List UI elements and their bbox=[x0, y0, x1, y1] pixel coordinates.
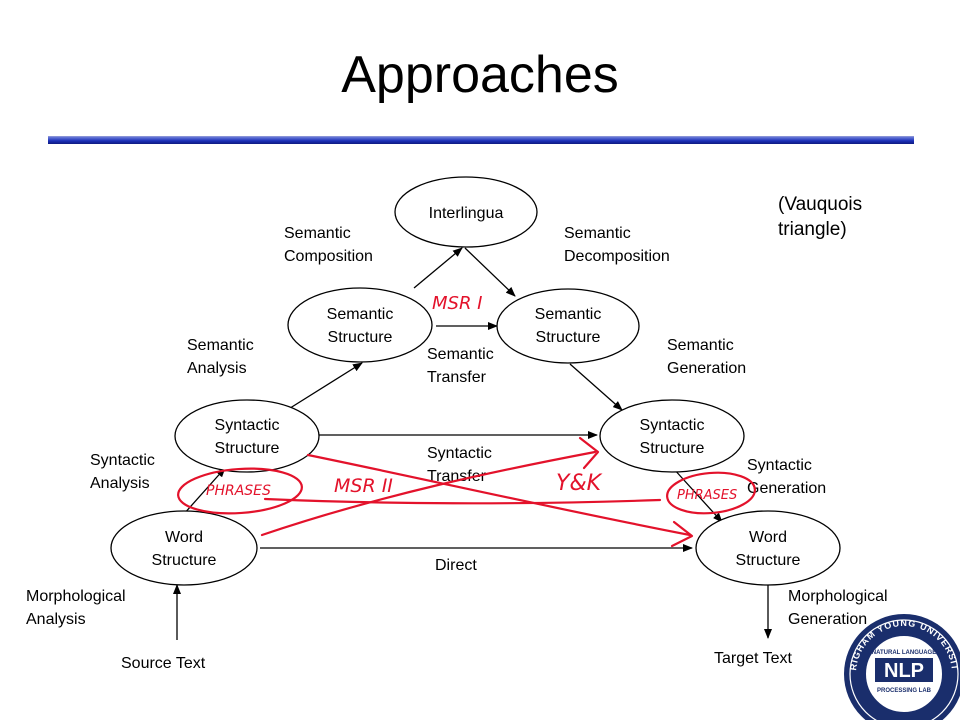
source-text-label: Source Text bbox=[121, 655, 206, 672]
arrow-semantic-composition bbox=[413, 247, 463, 289]
node-label-line1: Word bbox=[165, 529, 203, 546]
label-line1: Semantic bbox=[667, 337, 734, 354]
label-line1: Syntactic bbox=[747, 457, 812, 474]
arrow-semantic-decomposition bbox=[464, 247, 516, 297]
vauquois-line2: triangle) bbox=[778, 219, 847, 240]
label-line1: Syntactic bbox=[427, 445, 492, 462]
handwritten-annotations: PHRASES PHRASES MSR I MSR II Y&K bbox=[177, 293, 756, 548]
page-title: Approaches bbox=[341, 46, 619, 104]
phrases-left-circle bbox=[177, 467, 303, 515]
red-line-to-syntactic-transfer bbox=[260, 450, 597, 537]
node-label-line2: Structure bbox=[536, 329, 601, 346]
node-label-line1: Semantic bbox=[327, 306, 394, 323]
node-syntactic-structure-target: Syntactic Structure bbox=[599, 399, 745, 473]
label-line1: Semantic bbox=[187, 337, 254, 354]
label-line2: Generation bbox=[788, 611, 867, 628]
node-semantic-structure-source: Semantic Structure bbox=[287, 287, 433, 363]
node-label-line2: Structure bbox=[640, 440, 705, 457]
annotation-phrases-right: PHRASES bbox=[677, 488, 737, 503]
annotation-yk: Y&K bbox=[556, 471, 603, 496]
annotation-msr-2: MSR II bbox=[334, 475, 393, 497]
node-label-line2: Structure bbox=[736, 552, 801, 569]
label-semantic-decomposition: Semantic Decomposition bbox=[564, 225, 670, 265]
label-syntactic-transfer: Syntactic Transfer bbox=[427, 445, 492, 485]
node-interlingua-label: Interlingua bbox=[429, 205, 504, 222]
target-text-label: Target Text bbox=[714, 650, 793, 667]
label-line1: Syntactic bbox=[90, 452, 155, 469]
title-underline bbox=[48, 136, 914, 144]
vauquois-line1: (Vauquois bbox=[778, 194, 862, 215]
label-direct: Direct bbox=[435, 557, 477, 574]
phrases-right-circle bbox=[666, 471, 756, 515]
node-label-line2: Structure bbox=[215, 440, 280, 457]
node-label-line1: Semantic bbox=[535, 306, 602, 323]
annotation-msr-1: MSR I bbox=[432, 293, 483, 314]
annotation-phrases-left: PHRASES bbox=[206, 483, 271, 499]
red-msr2-underline bbox=[263, 497, 662, 505]
label-line2: Transfer bbox=[427, 468, 487, 485]
arrow-semantic-generation bbox=[569, 363, 623, 411]
label-line2: Decomposition bbox=[564, 248, 670, 265]
label-semantic-generation: Semantic Generation bbox=[667, 337, 746, 377]
vauquois-note: (Vauquois triangle) bbox=[778, 194, 862, 240]
node-semantic-structure-target: Semantic Structure bbox=[496, 288, 640, 364]
label-morphological-generation: Morphological Generation bbox=[788, 588, 888, 628]
label-line1: Direct bbox=[435, 557, 477, 574]
label-line2: Composition bbox=[284, 248, 373, 265]
red-arrowhead-yk bbox=[578, 436, 600, 470]
node-word-structure-target: Word Structure bbox=[695, 510, 841, 586]
label-line2: Generation bbox=[667, 360, 746, 377]
label-line1: Semantic bbox=[564, 225, 631, 242]
label-line2: Analysis bbox=[90, 475, 150, 492]
label-semantic-analysis: Semantic Analysis bbox=[187, 337, 254, 377]
label-line2: Analysis bbox=[187, 360, 247, 377]
node-label-line2: Structure bbox=[152, 552, 217, 569]
node-interlingua: Interlingua bbox=[394, 176, 538, 248]
logo-top-text: NATURAL LANGUAGE bbox=[872, 650, 936, 656]
label-semantic-transfer: Semantic Transfer bbox=[427, 346, 494, 386]
label-syntactic-analysis: Syntactic Analysis bbox=[90, 452, 155, 492]
label-line1: Morphological bbox=[788, 588, 888, 605]
red-line-to-word-target bbox=[306, 453, 692, 537]
label-line1: Semantic bbox=[427, 346, 494, 363]
label-line1: Morphological bbox=[26, 588, 126, 605]
node-label-line1: Syntactic bbox=[215, 417, 280, 434]
node-syntactic-structure-source: Syntactic Structure bbox=[174, 399, 320, 473]
node-label-line1: Word bbox=[749, 529, 787, 546]
arrow-semantic-analysis bbox=[286, 362, 363, 411]
label-syntactic-generation: Syntactic Generation bbox=[747, 457, 826, 497]
node-label-line2: Structure bbox=[328, 329, 393, 346]
label-line1: Semantic bbox=[284, 225, 351, 242]
logo-bottom-text: PROCESSING LAB bbox=[877, 688, 932, 694]
label-morphological-analysis: Morphological Analysis bbox=[26, 588, 126, 628]
label-line2: Analysis bbox=[26, 611, 86, 628]
node-label-line1: Syntactic bbox=[640, 417, 705, 434]
logo-main-text: NLP bbox=[884, 660, 924, 682]
label-line2: Transfer bbox=[427, 369, 487, 386]
label-line2: Generation bbox=[747, 480, 826, 497]
node-word-structure-source: Word Structure bbox=[110, 510, 258, 586]
red-arrowhead-word bbox=[670, 520, 694, 548]
label-semantic-composition: Semantic Composition bbox=[284, 225, 373, 265]
